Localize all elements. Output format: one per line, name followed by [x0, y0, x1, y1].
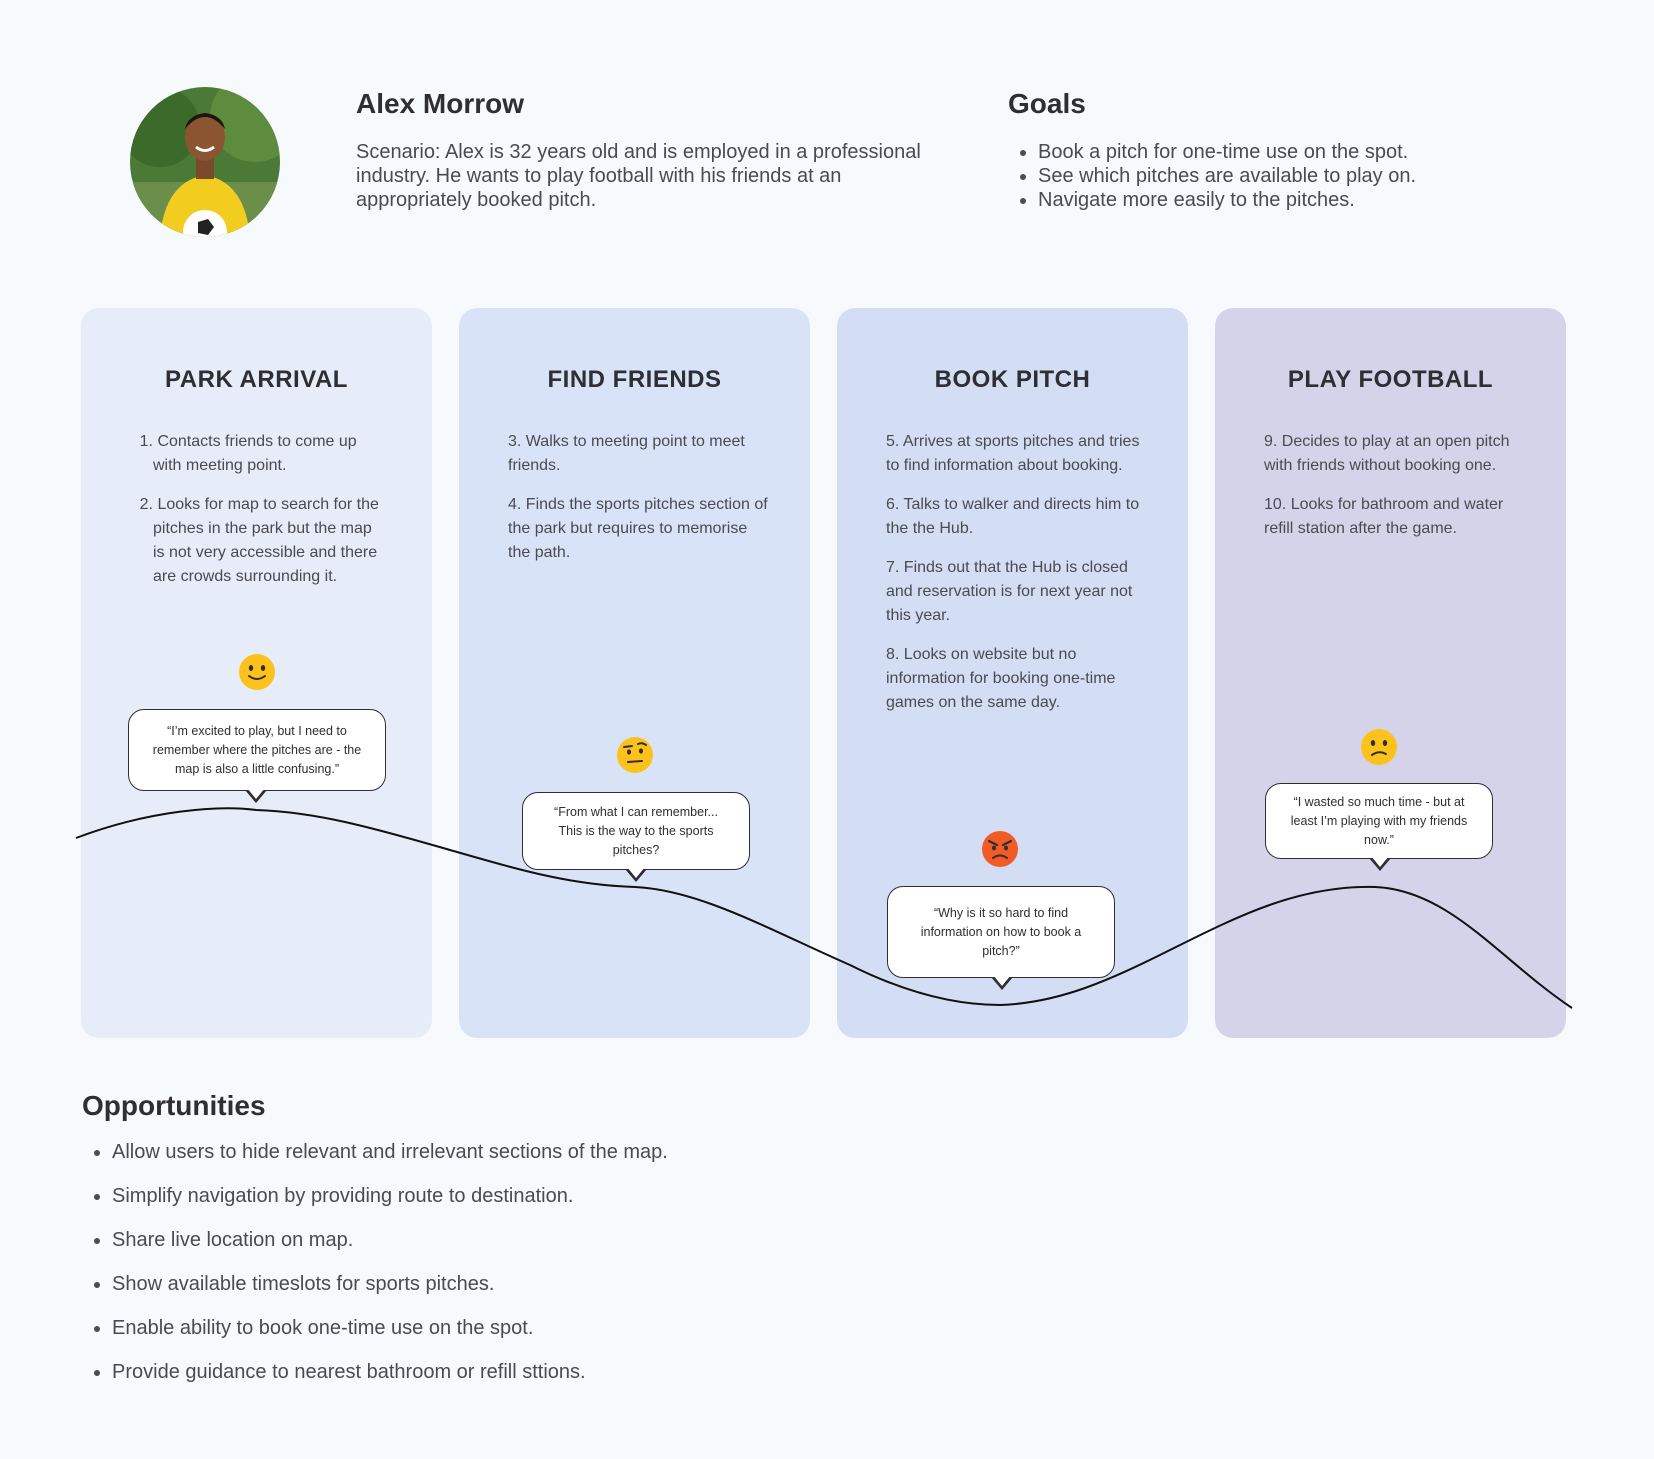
- confused-face-icon: [1361, 729, 1397, 765]
- stage-title: BOOK PITCH: [934, 366, 1091, 393]
- goals-title: Goals: [1008, 88, 1086, 119]
- stage-title: FIND FRIENDS: [547, 366, 722, 393]
- stage-find-friends: FIND FRIENDS 3. Walks to meeting point t…: [459, 308, 810, 1038]
- stage-title: PLAY FOOTBALL: [1287, 366, 1494, 393]
- quote-bubble: “Why is it so hard to find information o…: [887, 886, 1115, 990]
- opportunity-item: Share live location on map.: [112, 1228, 668, 1252]
- quote-text: “I’m excited to play, but I need to reme…: [152, 723, 362, 776]
- opportunity-item: Show available timeslots for sports pitc…: [112, 1272, 668, 1296]
- stage-step: 7. Finds out that the Hub is closed and …: [886, 559, 1133, 624]
- quote-bubble: “From what I can remember... This is the…: [522, 792, 750, 882]
- quote-text: “From what I can remember... This is the…: [554, 804, 718, 857]
- goals-list: Book a pitch for one-time use on the spo…: [1008, 140, 1416, 212]
- opportunity-item: Allow users to hide relevant and irrelev…: [112, 1140, 668, 1164]
- bubble-tail: [245, 788, 267, 803]
- quote-text: “I wasted so much time - but at least I’…: [1290, 794, 1468, 847]
- stage-step: 2. Looks for map to search for the pitch…: [139, 496, 379, 585]
- stage-steps: 1. Contacts friends to come up with meet…: [133, 430, 383, 604]
- persona-name: Alex Morrow: [356, 88, 525, 119]
- opportunity-item: Simplify navigation by providing route t…: [112, 1184, 668, 1208]
- stage-step: 10. Looks for bathroom and water refill …: [1264, 496, 1504, 537]
- opportunities-title: Opportunities: [82, 1090, 266, 1121]
- stage-step: 3. Walks to meeting point to meet friend…: [508, 433, 745, 474]
- opportunity-item: Provide guidance to nearest bathroom or …: [112, 1360, 668, 1384]
- stage-step: 1. Contacts friends to come up with meet…: [139, 433, 357, 474]
- stage-step: 6. Talks to walker and directs him to th…: [886, 496, 1140, 537]
- bubble-tail: [1369, 856, 1391, 871]
- opportunities-list: Allow users to hide relevant and irrelev…: [82, 1140, 668, 1404]
- goal-item: See which pitches are available to play …: [1038, 164, 1416, 188]
- stage-steps: 5. Arrives at sports pitches and tries t…: [886, 430, 1146, 730]
- stage-step: 8. Looks on website but no information f…: [886, 646, 1116, 711]
- stage-title: PARK ARRIVAL: [165, 366, 348, 393]
- stage-steps: 3. Walks to meeting point to meet friend…: [508, 430, 768, 580]
- quote-bubble: “I wasted so much time - but at least I’…: [1265, 783, 1493, 871]
- bubble-tail: [991, 975, 1013, 990]
- stage-steps: 9. Decides to play at an open pitch with…: [1264, 430, 1514, 556]
- stage-play-football: PLAY FOOTBALL 9. Decides to play at an o…: [1215, 308, 1566, 1038]
- goal-item: Book a pitch for one-time use on the spo…: [1038, 140, 1416, 164]
- goal-item: Navigate more easily to the pitches.: [1038, 188, 1416, 212]
- quote-bubble: “I’m excited to play, but I need to reme…: [128, 709, 386, 803]
- stage-step: 5. Arrives at sports pitches and tries t…: [886, 433, 1140, 474]
- raised-eyebrow-face-icon: [617, 737, 653, 773]
- stage-step: 4. Finds the sports pitches section of t…: [508, 496, 768, 561]
- angry-face-icon: [982, 831, 1018, 867]
- stage-step: 9. Decides to play at an open pitch with…: [1264, 433, 1510, 474]
- slightly-smiling-face-icon: [239, 654, 275, 690]
- opportunity-item: Enable ability to book one-time use on t…: [112, 1316, 668, 1340]
- quote-text: “Why is it so hard to find information o…: [920, 905, 1082, 958]
- bubble-tail: [625, 867, 647, 882]
- persona-scenario: Scenario: Alex is 32 years old and is em…: [356, 141, 921, 211]
